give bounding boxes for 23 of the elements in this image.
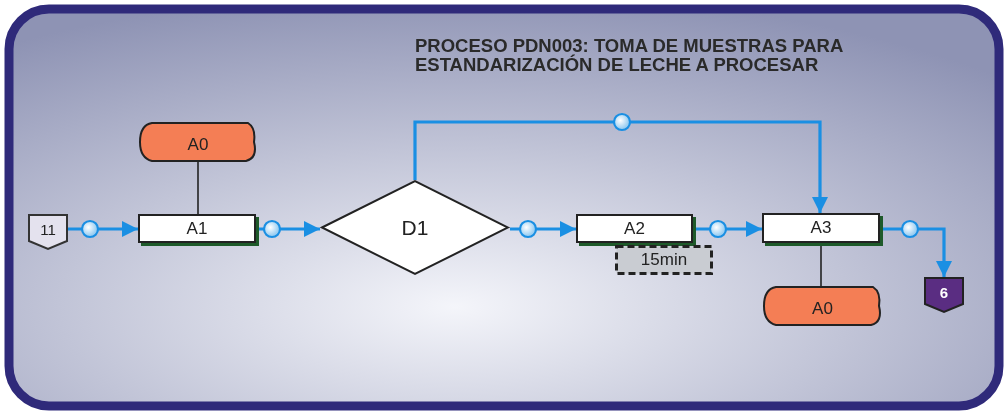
node-label: A2 — [624, 218, 645, 239]
flow-arrow — [510, 221, 576, 237]
node-label: 6 — [939, 283, 949, 301]
node-label: 15min — [640, 250, 688, 270]
off-page-connector — [28, 214, 68, 250]
node-label: D1 — [401, 215, 429, 240]
resource-shape — [138, 122, 258, 162]
flow-arrow — [68, 221, 138, 237]
node-label: A3 — [810, 218, 832, 238]
time-box — [615, 245, 713, 275]
activity-box — [138, 214, 256, 243]
flow-arrow — [413, 120, 828, 213]
activity-box — [762, 213, 880, 243]
connector-line — [197, 161, 199, 215]
resource-shape — [762, 286, 883, 326]
decision-diamond — [320, 180, 510, 275]
activity-box — [576, 214, 693, 243]
node-label: A0 — [812, 299, 833, 319]
node-label: 11 — [40, 220, 56, 238]
off-page-connector — [924, 277, 964, 313]
diagram-title: PROCESO PDN003: TOMA DE MUESTRAS PARA ESTANDARIZACIÓN DE LECHE A PROCESAR — [415, 36, 844, 74]
node-label: A1 — [186, 218, 208, 239]
node-label: A0 — [187, 135, 209, 155]
